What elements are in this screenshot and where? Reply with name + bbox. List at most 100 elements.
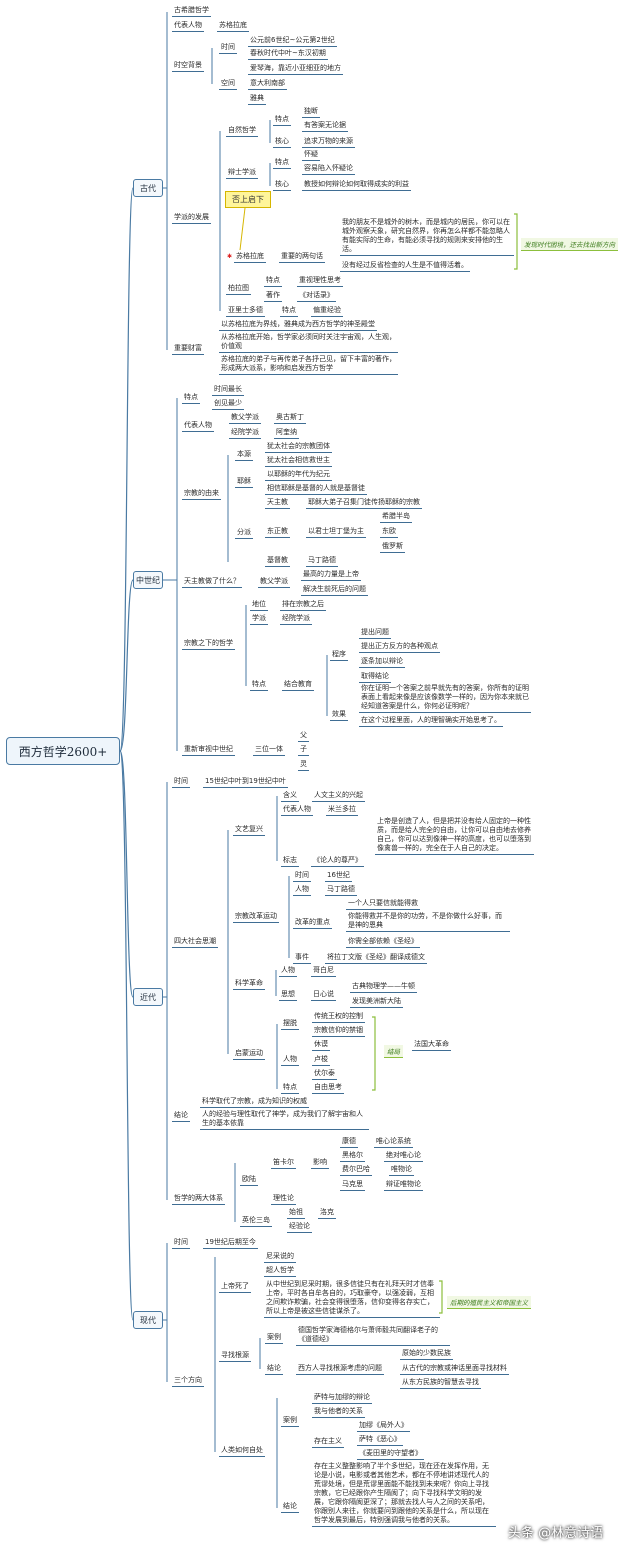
node[interactable]: 启蒙运动 (233, 1049, 265, 1060)
node[interactable]: 标志 (281, 856, 299, 867)
node[interactable]: 自然哲学 (226, 126, 258, 137)
node[interactable]: 唯物论 (389, 1165, 414, 1176)
node[interactable]: 从东方民族的智慧去寻找 (400, 1378, 481, 1389)
node[interactable]: 雅典 (248, 94, 266, 105)
node[interactable]: 提出问题 (359, 628, 391, 639)
node[interactable]: 洛克 (318, 1208, 336, 1219)
node[interactable]: 地位 (250, 600, 268, 611)
node[interactable]: 时间最长 (212, 385, 244, 396)
node[interactable]: 自由思考 (312, 1083, 344, 1094)
node[interactable]: 亚里士多德 (226, 306, 265, 317)
node[interactable]: 萨特与加缪的辩论 (312, 1393, 372, 1404)
node[interactable]: 分派 (235, 528, 253, 539)
node[interactable]: 犹太社会相信救世主 (265, 456, 332, 467)
node[interactable]: 提出正方反方的各种观点 (359, 642, 440, 653)
node[interactable]: 独断 (302, 107, 320, 118)
node[interactable]: 结论 (281, 1502, 299, 1513)
node[interactable]: 结论 (265, 1364, 283, 1375)
node[interactable]: 人物 (279, 966, 297, 977)
node[interactable]: 耶稣大弟子召集门徒传扬耶稣的宗教 (306, 498, 422, 509)
node[interactable]: 辩士学派 (226, 168, 258, 179)
node[interactable]: 空间 (219, 79, 237, 90)
node[interactable]: 以苏格拉底为界线，雅典成为西方哲学的神圣殿堂 (219, 320, 377, 331)
node[interactable]: 将拉丁文版《圣经》翻译成德文 (325, 953, 427, 964)
node[interactable]: 宗教之下的哲学 (182, 639, 235, 650)
node[interactable]: 代表人物 (172, 21, 204, 32)
node[interactable]: 影响 (311, 1158, 329, 1169)
node[interactable]: 公元前6世纪~公元第2世纪 (248, 36, 337, 47)
node[interactable]: 时空背景 (172, 61, 204, 72)
node[interactable]: 古希腊哲学 (172, 6, 211, 17)
node[interactable]: 奥古斯丁 (274, 413, 306, 424)
node[interactable]: 学派的发展 (172, 213, 211, 224)
node[interactable]: 人文主义的兴起 (312, 791, 365, 802)
node[interactable]: 文艺复兴 (233, 825, 265, 836)
node[interactable]: 创见最少 (212, 399, 244, 410)
node[interactable]: 加缪《局外人》 (357, 1421, 410, 1432)
node[interactable]: 意大利南部 (248, 79, 287, 90)
node[interactable]: 教父学派 (229, 413, 261, 424)
node[interactable]: 春秋时代中叶~东汉初期 (248, 49, 328, 60)
node[interactable]: 《对话录》 (297, 291, 336, 302)
node[interactable]: 我的朋友不是城外的树木，而是城内的居民，你可以在城外观察天象，研究自然界，你再怎… (340, 218, 514, 256)
node[interactable]: 经验论 (287, 1222, 312, 1233)
node[interactable]: 《麦田里的守望者》 (357, 1449, 424, 1460)
node[interactable]: 在这个过程里面，人的理智确实开始思考了。 (359, 716, 503, 727)
node[interactable]: 以耶稣的年代为纪元 (265, 470, 332, 481)
node[interactable]: 人类如何自处 (219, 1446, 265, 1457)
node[interactable]: 休谟 (312, 1040, 330, 1051)
node[interactable]: 宗教改革运动 (233, 912, 279, 923)
node[interactable]: 绝对唯心论 (384, 1151, 423, 1162)
node[interactable]: 有答案无论据 (302, 121, 348, 132)
node[interactable]: 案例 (281, 1416, 299, 1427)
node[interactable]: 从中世纪到尼采时期，很多信徒只有在礼拜天时才信奉上帝，平时各自牟各自的，巧取豪夺… (264, 1280, 440, 1318)
node[interactable]: 含义 (281, 791, 299, 802)
node[interactable]: 上帝死了 (219, 1282, 251, 1293)
node[interactable]: 东正教 (265, 527, 290, 538)
node[interactable]: 我与他者的关系 (312, 1407, 365, 1418)
node[interactable]: 存在主义 (312, 1437, 344, 1448)
node[interactable]: 16世纪 (325, 871, 352, 882)
node[interactable]: 古典物理学——牛顿 (350, 982, 417, 993)
node[interactable]: 效果 (330, 710, 348, 721)
era-ancient[interactable]: 古代 (133, 179, 163, 197)
node[interactable]: 本源 (235, 450, 253, 461)
node[interactable]: 人物 (293, 885, 311, 896)
node[interactable]: 法国大革命 (412, 1040, 451, 1051)
node[interactable]: 程序 (330, 650, 348, 661)
node[interactable]: 米兰多拉 (326, 805, 358, 816)
node[interactable]: 人的经验与理性取代了神学，成为我们了解宇宙和人生的基本依靠 (200, 1110, 369, 1130)
node[interactable]: 特点 (281, 1083, 299, 1094)
node[interactable]: 人物 (281, 1055, 299, 1066)
node[interactable]: 耶稣 (235, 477, 253, 488)
node[interactable]: 伏尔泰 (312, 1069, 337, 1080)
node[interactable]: 经院学派 (280, 614, 312, 625)
node[interactable]: 卢梭 (312, 1055, 330, 1066)
node[interactable]: 哲学的两大体系 (172, 1194, 225, 1205)
node[interactable]: 德国哲学家海德格尔与萧师毅共同翻译老子的《道德经》 (296, 1326, 450, 1346)
node[interactable]: 经院学派 (229, 428, 261, 439)
node[interactable]: 重要的两句话 (279, 252, 325, 263)
node[interactable]: 子 (298, 745, 309, 756)
node[interactable]: 柏拉图 (226, 284, 251, 295)
node[interactable]: 你能得救并不是你的功劳，不是你做什么好事，而是神的恩典 (346, 912, 510, 932)
node[interactable]: 结论 (172, 1111, 190, 1122)
node[interactable]: 重新审视中世纪 (182, 745, 235, 756)
node[interactable]: 容易陷入怀疑论 (302, 164, 355, 175)
node[interactable]: 代表人物 (281, 805, 313, 816)
node[interactable]: 爱琴海，靠近小亚细亚的地方 (248, 64, 343, 75)
node[interactable]: 原始的少数民族 (400, 1349, 453, 1360)
node[interactable]: 灵 (298, 760, 309, 771)
root-node[interactable]: 西方哲学2600+ (6, 737, 120, 765)
node[interactable]: 19世纪后期至今 (203, 1238, 258, 1249)
node[interactable]: 理性论 (271, 1194, 296, 1205)
era-contemporary[interactable]: 现代 (133, 1311, 163, 1329)
node[interactable]: 马克思 (340, 1180, 365, 1191)
node[interactable]: 日心说 (311, 990, 336, 1001)
node[interactable]: 宗教信仰的禁锢 (312, 1026, 365, 1037)
node[interactable]: 天主教 (265, 498, 290, 509)
node[interactable]: 唯心论系统 (374, 1137, 413, 1148)
node[interactable]: 三个方向 (172, 1376, 204, 1387)
node[interactable]: 结合教育 (282, 680, 314, 691)
node[interactable]: 以君士坦丁堡为主 (306, 527, 366, 538)
